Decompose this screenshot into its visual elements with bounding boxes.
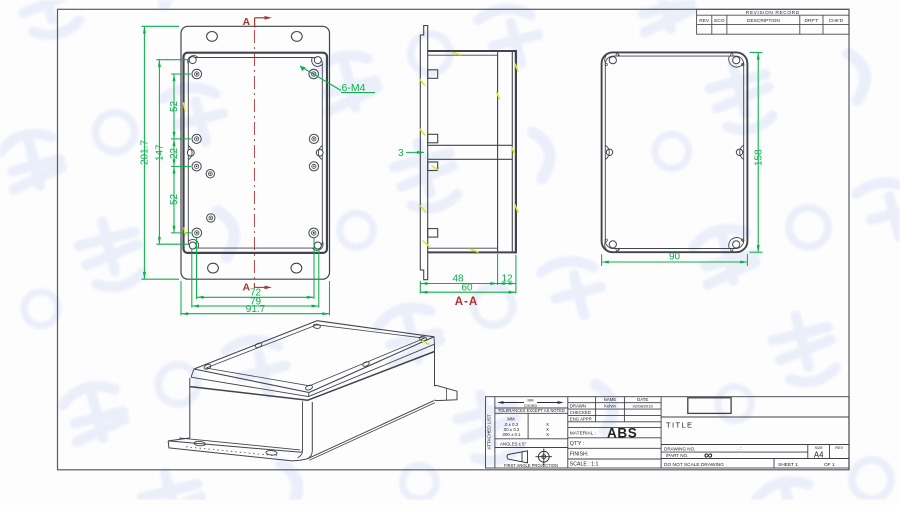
svg-text:60: 60 bbox=[461, 282, 473, 293]
svg-text:79: 79 bbox=[250, 296, 262, 307]
svg-text:NAME: NAME bbox=[604, 397, 617, 402]
svg-text:3: 3 bbox=[398, 148, 404, 159]
svg-text:/PART NO.: /PART NO. bbox=[666, 453, 688, 458]
svg-text:52: 52 bbox=[169, 100, 180, 112]
svg-text:201.7: 201.7 bbox=[140, 140, 151, 165]
svg-text:DRAWING NO.: DRAWING NO. bbox=[664, 447, 695, 452]
svg-text:. .': . .' bbox=[737, 446, 741, 451]
svg-text:DESCRIPTION: DESCRIPTION bbox=[747, 18, 780, 24]
svg-text:22: 22 bbox=[169, 147, 180, 159]
svg-text:A-A: A-A bbox=[455, 296, 478, 308]
svg-text:TITLE: TITLE bbox=[666, 421, 693, 430]
svg-text:DATE: DATE bbox=[637, 397, 648, 402]
svg-text:A: A bbox=[243, 282, 251, 294]
svg-text:158: 158 bbox=[754, 149, 765, 166]
svg-text:X: X bbox=[546, 422, 549, 427]
svg-text:DO NOT SCALE DRAWING: DO NOT SCALE DRAWING bbox=[664, 462, 724, 468]
svg-text:147: 147 bbox=[155, 144, 166, 161]
svg-text:SCALE : 1:1: SCALE : 1:1 bbox=[570, 462, 599, 468]
svg-text:6-M4: 6-M4 bbox=[342, 82, 366, 94]
svg-text:DRF'T: DRF'T bbox=[805, 18, 819, 24]
svg-text:FIRST ANGLE PROJECTION: FIRST ANGLE PROJECTION bbox=[504, 463, 558, 468]
svg-text:OF 1: OF 1 bbox=[824, 462, 835, 468]
svg-text:TOLERANCES EXCEPT AS NOTED: TOLERANCES EXCEPT AS NOTED bbox=[498, 408, 565, 413]
svg-text:ANGLES ± 5°: ANGLES ± 5° bbox=[500, 441, 527, 446]
svg-text:A: A bbox=[243, 16, 251, 28]
svg-text:FINISH:: FINISH: bbox=[570, 452, 588, 458]
svg-text:02/08/2015: 02/08/2015 bbox=[633, 404, 654, 409]
svg-text:DRAWN: DRAWN bbox=[570, 404, 586, 409]
svg-text:ECO: ECO bbox=[714, 18, 725, 24]
svg-text:CHECKED: CHECKED bbox=[570, 410, 591, 415]
svg-text:ABS: ABS bbox=[607, 425, 637, 440]
svg-text:.00 ± 0.2: .00 ± 0.2 bbox=[503, 427, 520, 432]
svg-text:X: X bbox=[546, 432, 549, 437]
svg-text:48: 48 bbox=[452, 274, 464, 285]
svg-text:A4: A4 bbox=[814, 450, 824, 459]
svg-text:SHEET 1: SHEET 1 bbox=[778, 462, 798, 468]
svg-text:MM: MM bbox=[528, 398, 534, 402]
svg-text:CHK'D: CHK'D bbox=[829, 18, 844, 24]
svg-text:ATTACHED LIST: ATTACHED LIST bbox=[487, 414, 492, 449]
svg-text:CHORD: CHORD bbox=[524, 404, 538, 408]
svg-text:Kelvin: Kelvin bbox=[604, 404, 616, 409]
svg-text:.000 ± 0.1: .000 ± 0.1 bbox=[501, 432, 521, 437]
svg-text:REV: REV bbox=[835, 446, 843, 450]
svg-text:91.7: 91.7 bbox=[246, 304, 266, 315]
svg-text:REVISION RECORD: REVISION RECORD bbox=[746, 10, 800, 16]
svg-text:SIZE: SIZE bbox=[814, 446, 823, 450]
svg-text:QT'Y :: QT'Y : bbox=[570, 441, 584, 447]
svg-text:∞: ∞ bbox=[704, 448, 713, 462]
svg-text:MM: MM bbox=[507, 416, 515, 421]
svg-text:REV: REV bbox=[699, 18, 710, 24]
svg-text:ENG APPR: ENG APPR bbox=[570, 416, 592, 421]
svg-text:MATERIAL :: MATERIAL : bbox=[570, 431, 596, 437]
svg-text:52: 52 bbox=[169, 193, 180, 205]
svg-text:.0 ± 0.3: .0 ± 0.3 bbox=[504, 422, 519, 427]
svg-text:X: X bbox=[546, 427, 549, 432]
svg-text:72: 72 bbox=[250, 288, 262, 299]
svg-text:12: 12 bbox=[501, 274, 513, 285]
svg-text:90: 90 bbox=[669, 252, 681, 263]
